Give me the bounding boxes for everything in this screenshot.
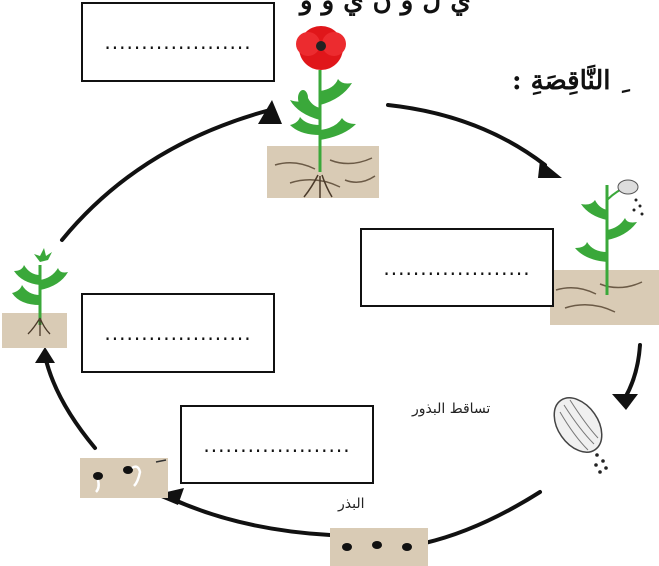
answer-box-3[interactable]: .................... (81, 293, 275, 373)
plant-with-seed-pod (550, 179, 659, 325)
heading-instruction: ِ النَّاقِصَةِ : (512, 66, 620, 96)
flower-center (316, 41, 326, 51)
arrow-arc-bottom-right (423, 490, 542, 545)
seedling (2, 248, 68, 348)
arrow-arc-bottom (168, 496, 332, 537)
answer-box-3-dots: .................... (104, 321, 252, 345)
arrowhead-6 (258, 100, 282, 124)
seeds-in-soil (330, 528, 428, 566)
large-seed-pod (553, 397, 608, 474)
arrow-arc-top-right (386, 103, 547, 167)
soil-strip (267, 146, 379, 198)
answer-box-2[interactable]: .................... (360, 228, 554, 307)
arrowhead-2 (612, 394, 638, 410)
flower-bud (298, 90, 308, 106)
soil-strip-right (550, 270, 659, 325)
arrow-arc-left-bottom (43, 354, 97, 450)
arrowhead-5 (35, 347, 55, 363)
germinating-seeds (80, 458, 168, 498)
answer-box-2-dots: .................... (383, 255, 531, 280)
cycle-arrows (43, 103, 642, 545)
arrow-arc-right (623, 343, 642, 400)
answer-box-1[interactable]: .................... (81, 2, 275, 82)
answer-box-4-dots: .................... (203, 432, 351, 457)
arrow-arc-left-top (60, 108, 272, 242)
answer-box-4[interactable]: .................... (180, 405, 374, 484)
label-seed: البذر (338, 496, 365, 512)
answer-box-1-dots: .................... (104, 30, 252, 54)
label-seed-fall: تساقط البذور (412, 401, 491, 417)
arrowhead-1 (538, 160, 562, 178)
seed-pod-small (617, 179, 639, 195)
flowering-plant (267, 26, 379, 198)
heading-top-line: ي ل و ن ي و و (300, 0, 471, 16)
arrowhead-4 (154, 488, 184, 505)
